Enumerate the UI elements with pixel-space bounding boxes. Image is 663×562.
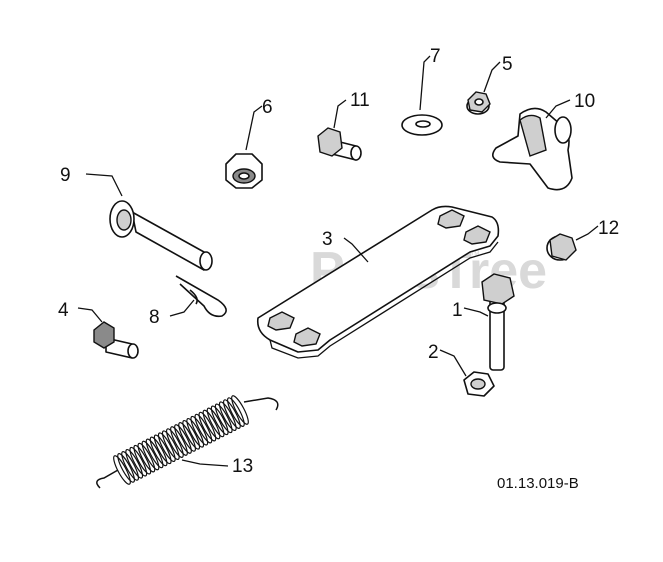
callout-9: 9 [60,165,71,186]
spring-coil [214,403,233,434]
callout-6: 6 [262,97,273,118]
spring-coil [157,432,176,463]
callout-5: 5 [502,54,513,75]
spring-coil [161,430,180,461]
spring-coil [125,448,144,479]
part-11-shoulder-bolt[interactable] [317,127,362,161]
part-6-lock-nut[interactable] [225,153,263,189]
callout-8: 8 [149,307,160,328]
spring-coil [231,395,249,425]
part-4-shoulder-bolt[interactable] [93,321,139,359]
part-7-flat-washer[interactable] [401,114,443,136]
spring-coil [141,440,160,471]
callout-3: 3 [322,229,333,250]
callout-7: 7 [430,46,441,67]
spring-coil [153,434,172,465]
spring-coil [121,451,140,481]
callout-13: 13 [232,456,253,477]
spring-coil [178,422,197,452]
leader-lines [77,55,599,467]
part-13-extension-spring[interactable] [96,394,279,489]
spring-coil [210,405,229,436]
spring-coil [145,438,164,469]
spring-coil [218,401,237,432]
spring-coil [182,419,201,450]
part-9-clevis-pin[interactable] [109,200,213,271]
spring-coil [149,436,168,467]
spring-coil [206,407,225,438]
spring-coil [113,455,131,485]
callout-2: 2 [428,342,439,363]
spring-coil [194,413,213,444]
spring-coil [170,426,188,456]
spring-coil [202,409,221,440]
spring-coil [226,397,245,427]
spring-coil [190,415,209,446]
part-2-hex-nut[interactable] [463,371,495,397]
part-5-flange-nut[interactable] [466,91,491,115]
spring-coil [133,444,152,475]
spring-coil [174,424,192,454]
drawing-code: 01.13.019-B [497,475,579,492]
part-8-hair-pin[interactable] [175,275,227,318]
spring-coil [117,453,136,483]
spring-coil [186,417,205,448]
spring-coil [137,442,156,473]
spring-coil [129,446,148,477]
spring-coil [198,411,217,442]
spring-coil [165,428,184,458]
part-3-link-plate[interactable] [256,205,500,359]
part-10-knob[interactable] [492,107,573,191]
callout-11: 11 [350,90,370,111]
spring-coil [222,399,241,429]
callout-1: 1 [452,300,463,321]
callout-4: 4 [58,300,69,321]
watermark-trademark: ™ [470,250,480,261]
callout-12: 12 [598,218,619,239]
callout-labels: 6 11 7 5 10 12 9 3 8 4 1 2 13 [58,46,619,477]
callout-10: 10 [574,91,595,112]
spring-coils [113,395,249,485]
part-1-hex-bolt[interactable] [481,273,515,371]
part-12-flange-nut[interactable] [546,233,577,261]
